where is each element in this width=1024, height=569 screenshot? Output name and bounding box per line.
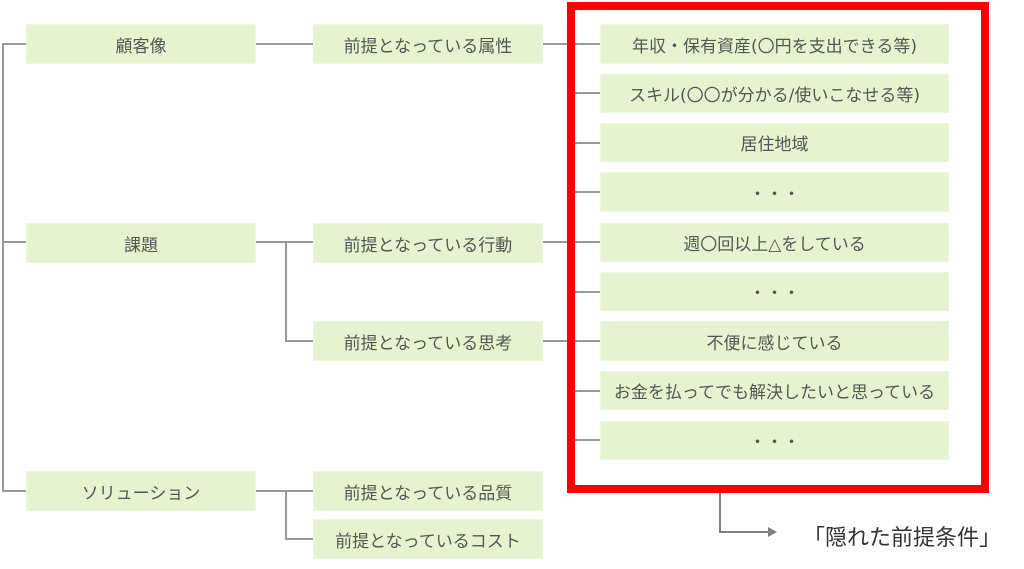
node-customer-profile: 顧客像: [26, 24, 256, 64]
node-assumed-attribute: 前提となっている属性: [313, 24, 543, 64]
node-label: 課題: [124, 235, 158, 256]
connector-l3-9: [575, 439, 600, 441]
root-branch-2: [2, 241, 26, 243]
node-label: ・・・: [749, 284, 800, 304]
node-label: お金を払ってでも解決したいと思っている: [613, 383, 936, 403]
node-assumed-cost: 前提となっているコスト: [313, 519, 543, 559]
node-willing-to-pay: お金を払ってでも解決したいと思っている: [600, 371, 949, 410]
node-problem: 課題: [26, 223, 256, 263]
node-assumed-quality: 前提となっている品質: [313, 471, 543, 511]
node-label: 不便に感じている: [706, 333, 843, 354]
connector-l3-4: [575, 191, 600, 193]
node-skill: スキル(〇〇が分かる/使いこなせる等): [600, 74, 949, 113]
connector-solution: [256, 490, 313, 492]
node-label: 前提となっている思考: [343, 333, 513, 354]
node-assumed-behavior: 前提となっている行動: [313, 223, 543, 263]
node-label: ・・・: [749, 184, 800, 205]
node-ellipsis-behavior: ・・・: [600, 272, 949, 311]
connector-l3-2: [575, 92, 600, 94]
callout-arrow-horizontal: [719, 531, 769, 533]
connector-l3-3: [575, 142, 600, 144]
connector-solution-cost: [285, 538, 313, 540]
connector-l3-6: [575, 291, 600, 293]
node-assumed-thinking: 前提となっている思考: [313, 321, 543, 361]
node-label: ソリューション: [81, 483, 201, 504]
node-label: 前提となっている品質: [343, 483, 513, 504]
node-residence: 居住地域: [600, 123, 949, 162]
node-label: スキル(〇〇が分かる/使いこなせる等): [629, 86, 920, 106]
connector-problem-thought: [285, 340, 313, 342]
node-label: 前提となっている属性: [343, 36, 513, 57]
root-spine: [2, 44, 4, 492]
node-label: 週〇回以上△をしている: [683, 235, 866, 255]
node-label: 前提となっているコスト: [335, 531, 521, 552]
node-weekly-activity: 週〇回以上△をしている: [600, 223, 949, 262]
node-label: 前提となっている行動: [343, 235, 513, 256]
node-ellipsis-attr: ・・・: [600, 172, 949, 212]
connector-l3-8: [575, 390, 600, 392]
arrow-right-icon: [768, 527, 777, 537]
callout-label: 「隠れた前提条件」: [803, 526, 1002, 551]
connector-customer-attr: [256, 43, 313, 45]
node-ellipsis-thinking: ・・・: [600, 421, 949, 460]
node-label: 年収・保有資産(〇円を支出できる等): [632, 36, 917, 57]
callout-arrow-vertical: [719, 493, 721, 533]
node-solution: ソリューション: [26, 471, 256, 511]
node-label: 居住地域: [740, 135, 809, 155]
root-branch-1: [2, 43, 26, 45]
root-branch-3: [2, 490, 26, 492]
hidden-assumptions-highlight-box: [567, 2, 989, 493]
node-label: 顧客像: [115, 36, 167, 57]
node-feel-inconvenient: 不便に感じている: [600, 321, 949, 361]
node-income-assets: 年収・保有資産(〇円を支出できる等): [600, 24, 949, 64]
connector-solution-vertical: [285, 490, 287, 540]
node-label: ・・・: [749, 433, 800, 453]
connector-problem: [256, 241, 313, 243]
connector-problem-vertical: [285, 241, 287, 342]
